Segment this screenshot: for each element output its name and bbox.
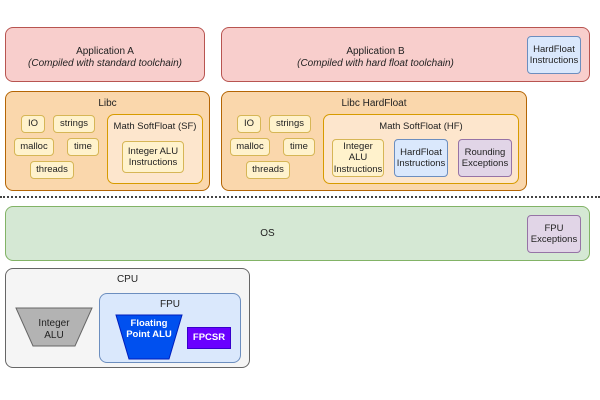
kernel-user-separator: [0, 196, 600, 198]
fpu-exceptions: FPU Exceptions: [527, 215, 581, 253]
libc-integer-alu-instructions: Integer ALU Instructions: [122, 141, 184, 173]
os-title: OS: [260, 228, 275, 239]
libc-threads: threads: [30, 161, 74, 179]
libc-hf-io: IO: [237, 115, 261, 133]
application-b-subtitle: (Compiled with hard float toolchain): [297, 58, 454, 69]
libc-hf-integer-alu-instructions: Integer ALU Instructions: [332, 139, 384, 177]
libc-malloc: malloc: [14, 138, 54, 156]
libc-hf-math-title: Math SoftFloat (HF): [379, 121, 463, 132]
libc-hardfloat-title: Libc HardFloat: [341, 98, 407, 109]
fpu-title: FPU: [160, 299, 180, 310]
libc-math-softfloat-box: Math SoftFloat (SF) Integer ALU Instruct…: [107, 114, 203, 184]
fpu-box: FPU Floating Point ALU FPCSR: [99, 293, 241, 363]
libc-hf-threads: threads: [246, 161, 290, 179]
app-b-hardfloat-instructions: HardFloat Instructions: [527, 36, 581, 74]
floating-point-alu-shape: Floating Point ALU: [115, 314, 183, 360]
application-a-subtitle: (Compiled with standard toolchain): [28, 58, 182, 69]
libc-hf-rounding-exceptions: Rounding Exceptions: [458, 139, 512, 177]
fpcsr-register: FPCSR: [187, 327, 231, 349]
libc-hf-malloc: malloc: [230, 138, 270, 156]
libc-time: time: [67, 138, 99, 156]
libc-hf-strings: strings: [269, 115, 311, 133]
libc-hf-hardfloat-instructions: HardFloat Instructions: [394, 139, 448, 177]
integer-alu-shape: Integer ALU: [15, 307, 93, 347]
libc-hardfloat-box: Libc HardFloat IO strings malloc time th…: [221, 91, 527, 191]
application-b-box: Application B (Compiled with hard float …: [221, 27, 590, 82]
application-a-title: Application A: [76, 46, 134, 57]
application-a-box: Application A (Compiled with standard to…: [5, 27, 205, 82]
integer-alu-label: Integer ALU: [38, 318, 70, 341]
application-b-title: Application B: [346, 46, 405, 57]
libc-box: Libc IO strings malloc time threads Math…: [5, 91, 210, 191]
libc-strings: strings: [53, 115, 95, 133]
libc-hf-time: time: [283, 138, 315, 156]
libc-io: IO: [21, 115, 45, 133]
floating-point-alu-label: Floating Point ALU: [126, 318, 172, 341]
cpu-box: CPU Integer ALU FPU Floating Point ALU F…: [5, 268, 250, 368]
os-box: OS FPU Exceptions: [5, 206, 590, 261]
libc-math-title: Math SoftFloat (SF): [113, 121, 197, 132]
libc-hf-math-softfloat-box: Math SoftFloat (HF) Integer ALU Instruct…: [323, 114, 519, 184]
cpu-title: CPU: [116, 274, 139, 285]
libc-title: Libc: [98, 98, 117, 109]
